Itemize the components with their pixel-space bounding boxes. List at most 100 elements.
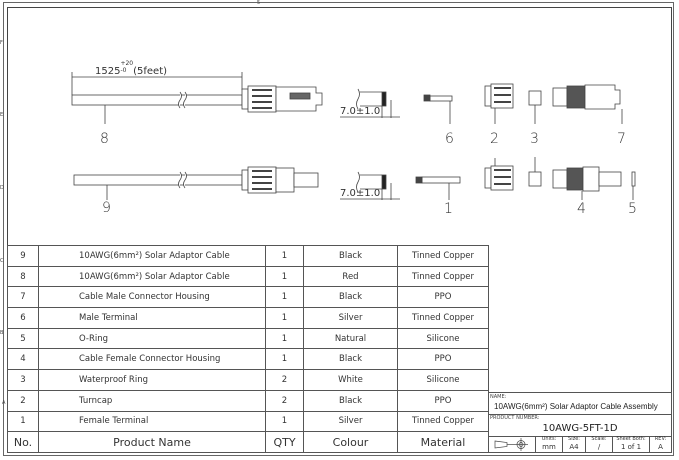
title-block: NAME: 10AWG(6mm²) Solar Adaptor Cable As… [488,392,672,453]
assembly-name: 10AWG(6mm²) Solar Adaptor Cable Assembly [494,402,658,411]
bom-cell-material: PPO [397,348,489,371]
bom-cell-name: Cable Male Connector Housing [38,286,266,309]
bom-header-no: No. [7,431,39,454]
bom-cell-colour: White [303,369,398,391]
bom-cell-colour: Silver [303,307,398,329]
callout-5: 5 [628,201,637,217]
bom-cell-name: Female Terminal [38,410,266,433]
male-connector-assembled [241,85,323,113]
cable-9 [73,171,243,200]
bom-cell-name: 10AWG(6mm²) Solar Adaptor Cable [38,245,266,267]
zone-label: 5 [257,0,261,6]
bom-cell-name: Waterproof Ring [38,369,266,391]
rev-cell: REV:A [649,436,671,453]
bom-cell-colour: Black [303,348,398,371]
callout-7: 7 [617,131,626,147]
stripped-cable-bottom [340,171,400,200]
male-terminal-6 [423,94,453,124]
bom-cell-material: Tinned Copper [397,245,489,267]
male-housing-7 [552,84,623,124]
zone-label: D [0,185,4,191]
zone-label: E [0,112,4,118]
cable-8 [71,91,243,124]
waterproof-ring-bottom [528,157,542,187]
strip-length-bottom: 7.0±1.0 [340,188,381,199]
bom-cell-material: Tinned Copper [397,410,489,433]
callout-2: 2 [490,131,499,147]
name-label: NAME: [490,394,507,400]
female-connector-assembled [241,166,319,194]
callout-8: 8 [100,131,109,147]
bom-cell-name: Male Terminal [38,307,266,329]
bom-cell-qty: 1 [265,327,304,350]
bom-cell-no: 7 [7,286,39,309]
bom-cell-material: Tinned Copper [397,265,489,288]
bom-cell-qty: 1 [265,307,304,329]
bom-cell-colour: Natural [303,327,398,350]
zone-label: F [0,40,3,46]
bom-cell-qty: 1 [265,348,304,371]
length-dimension [71,72,243,95]
bom-cell-name: 10AWG(6mm²) Solar Adaptor Cable [38,265,266,288]
bom-cell-material: Tinned Copper [397,307,489,329]
bom-cell-qty: 2 [265,389,304,412]
drawing-frame [3,2,674,456]
size-cell: Size:A4 [562,436,585,453]
bom-cell-qty: 2 [265,369,304,391]
bom-cell-no: 1 [7,410,39,433]
zone-label: A [2,400,6,406]
bom-cell-qty: 1 [265,245,304,267]
waterproof-ring-top [528,90,542,124]
bom-header-name: Product Name [38,431,266,454]
bom-cell-no: 3 [7,369,39,391]
bom-cell-name: Turncap [38,389,266,412]
bom-cell-colour: Silver [303,410,398,433]
bom-cell-colour: Black [303,389,398,412]
bom-cell-qty: 1 [265,265,304,288]
callout-3: 3 [530,131,539,147]
callout-9: 9 [102,200,111,216]
strip-length-top: 7.0±1.0 [340,106,381,117]
units-cell: Units:mm [535,436,562,453]
bom-cell-name: Cable Female Connector Housing [38,348,266,371]
bom-cell-material: PPO [397,389,489,412]
bom-cell-name: O-Ring [38,327,266,350]
bom-cell-colour: Red [303,265,398,288]
zone-label: C [0,258,4,264]
bom-header-colour: Colour [303,431,398,454]
o-ring-5 [631,171,636,200]
sheet-cell: Sheet Both:1 of 1 [612,436,649,453]
bom-header-material: Material [397,431,489,454]
bom-header-qty: QTY [265,431,304,454]
bom-cell-no: 2 [7,389,39,412]
turncap-bottom [484,158,514,191]
bom-cell-no: 6 [7,307,39,329]
bom-cell-colour: Black [303,286,398,309]
bom-cell-no: 4 [7,348,39,371]
bom-cell-no: 9 [7,245,39,267]
turncap-top [484,83,514,124]
female-housing-4 [552,166,622,200]
product-number: 10AWG-5FT-1D [542,423,618,434]
zone-label: B [0,330,4,336]
bom-cell-material: Silicone [397,327,489,350]
female-terminal-1 [415,176,461,200]
callout-4: 4 [577,201,586,217]
bom-cell-colour: Black [303,245,398,267]
product-number-label: PRODUCT NUMBER: [490,415,540,421]
callout-6: 6 [445,131,454,147]
bom-cell-material: Silicone [397,369,489,391]
callout-1: 1 [444,201,453,217]
bom-cell-qty: 1 [265,410,304,433]
bom-cell-no: 8 [7,265,39,288]
